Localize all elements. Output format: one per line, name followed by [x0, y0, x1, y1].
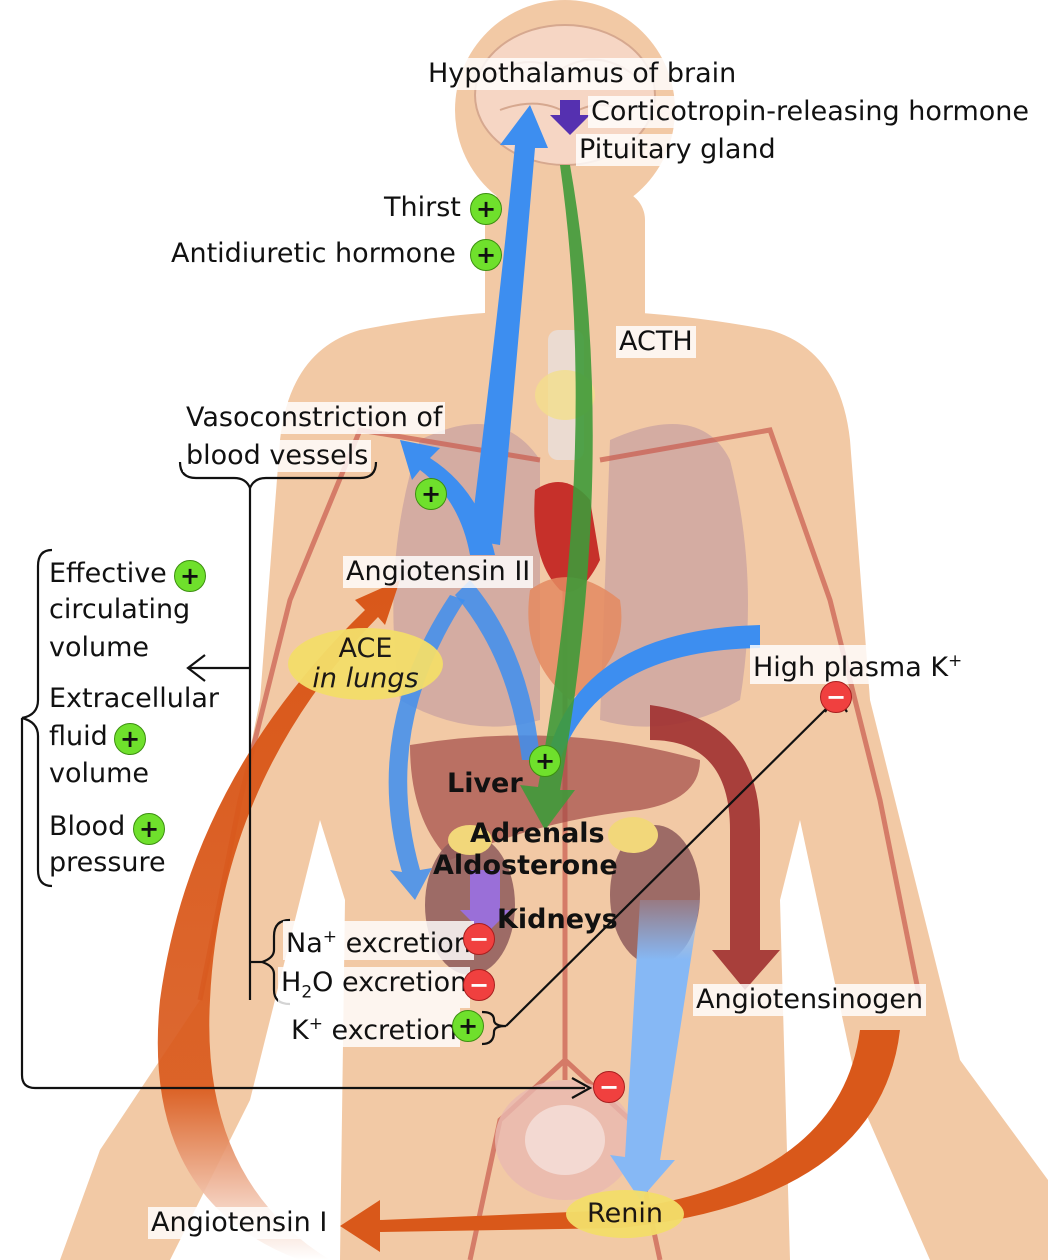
pressure-label: pressure — [49, 847, 166, 878]
renin-oval: Renin — [566, 1190, 684, 1238]
angiotensin2-label: Angiotensin II — [343, 556, 534, 588]
orange-arrow-angiotensinogen — [340, 1030, 900, 1252]
k-excretion-text: excretion — [322, 1015, 457, 1046]
bladder — [495, 1080, 635, 1200]
brackets — [20, 461, 848, 1099]
vaso-plus-badge: + — [415, 478, 447, 510]
extracellular-label: Extracellular — [49, 683, 219, 714]
blue-arrow-adrenals — [455, 580, 540, 760]
renin-minus-badge: − — [593, 1071, 625, 1103]
fluid-label: fluid — [49, 721, 108, 752]
k-plus-badge: + — [452, 1010, 484, 1042]
h2o-sub: 2 — [301, 982, 313, 1003]
na-text: Na — [286, 928, 323, 959]
adrenals-label: Adrenals — [470, 818, 605, 849]
adh-label: Antidiuretic hormone — [168, 238, 459, 270]
crh-arrow — [550, 100, 590, 135]
liver-label: Liver — [447, 768, 523, 799]
green-arrow-acth — [520, 165, 593, 830]
aldosterone-label: Aldosterone — [433, 850, 618, 881]
vasoconstriction-label-line2: blood vessels — [183, 440, 372, 472]
adrenal-gland — [608, 817, 658, 853]
circulating-label: circulating — [49, 594, 191, 625]
blood-plus-badge: + — [133, 813, 165, 845]
ace-label: ACE — [338, 633, 393, 664]
high-k-minus-badge: − — [820, 681, 852, 713]
k-text: K — [291, 1015, 309, 1046]
na-excretion-text: excretion — [337, 928, 471, 959]
volume2-label: volume — [49, 758, 150, 789]
h2o-h-text: H — [281, 967, 302, 998]
hypothalamus-label: Hypothalamus of brain — [425, 58, 740, 90]
high-plasma-k-text: High plasma K — [753, 652, 949, 683]
effective-plus-badge: + — [174, 560, 206, 592]
blue-arrow-high-k — [548, 625, 760, 760]
h2o-minus-badge: − — [463, 969, 495, 1001]
h2o-excretion-label: H2O excretion — [278, 967, 471, 1009]
ace-oval: ACE in lungs — [288, 628, 443, 700]
thirst-plus-badge: + — [470, 193, 502, 225]
vasoconstriction-label-line1: Vasoconstriction of — [183, 402, 446, 434]
pituitary-label: Pituitary gland — [576, 134, 779, 166]
acth-label: ACTH — [616, 326, 696, 358]
adrenal-plus-badge: + — [529, 745, 561, 777]
aldosterone-arrow — [460, 870, 510, 935]
blue-arrow-vaso — [400, 440, 495, 555]
blood-label: Blood — [49, 811, 126, 842]
orange-arrow-angiotensin1 — [157, 580, 400, 1260]
volume-label: volume — [49, 632, 150, 663]
adh-plus-badge: + — [470, 239, 502, 271]
left-adrenal-gland — [448, 825, 492, 855]
na-sup: + — [322, 927, 337, 947]
na-minus-badge: − — [463, 923, 495, 955]
angiotensin1-label: Angiotensin I — [148, 1207, 331, 1239]
high-plasma-k-label: High plasma K+ — [750, 645, 966, 684]
effective-label: Effective — [49, 558, 167, 589]
angiotensinogen-label: Angiotensinogen — [693, 984, 927, 1016]
ace-in-lungs-label: in lungs — [312, 663, 419, 694]
high-plasma-k-sup: + — [948, 651, 963, 671]
blue-arrow-kidneys — [388, 595, 465, 900]
thirst-label: Thirst — [381, 192, 464, 224]
blue-arrow-to-brain — [470, 105, 548, 545]
k-excretion-label: K+ excretion — [288, 1008, 460, 1047]
renin-label: Renin — [587, 1198, 663, 1229]
light-blue-arrow-renin — [610, 900, 700, 1200]
na-excretion-label: Na+ excretion — [283, 921, 474, 960]
k-sup: + — [308, 1014, 323, 1034]
h2o-excretion-text: O excretion — [312, 967, 468, 998]
fluid-plus-badge: + — [114, 723, 146, 755]
crh-label: Corticotropin-releasing hormone — [588, 96, 1033, 128]
dark-red-arrow — [650, 705, 780, 990]
kidneys-label: Kidneys — [497, 904, 618, 935]
